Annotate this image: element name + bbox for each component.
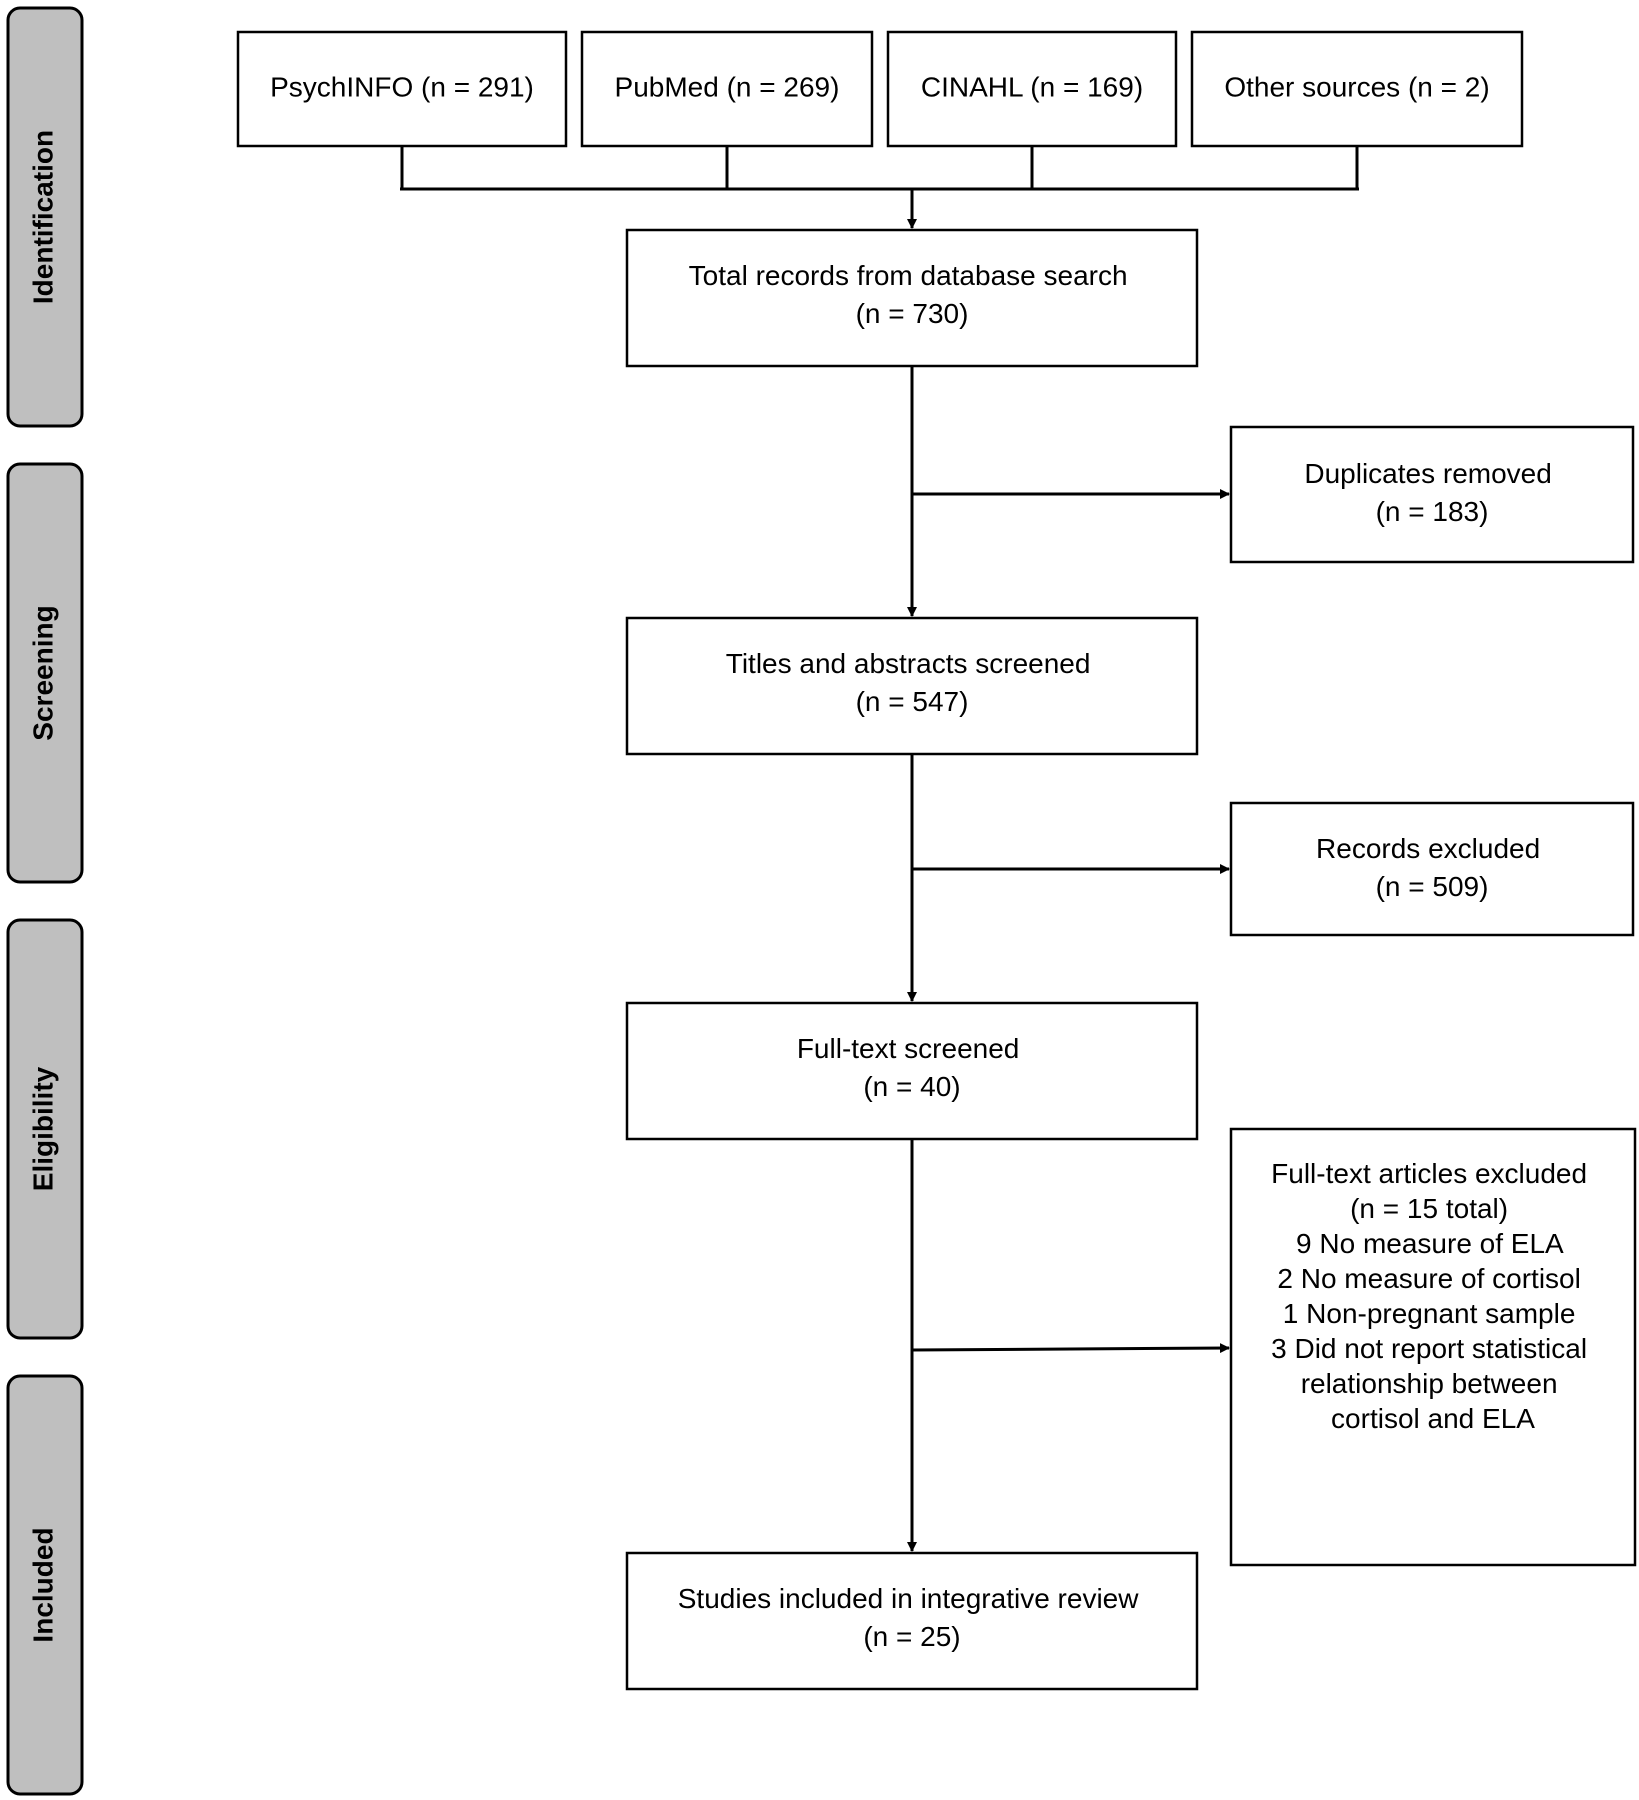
box-full-text-excluded: Full-text articles excluded (n = 15 tota… — [1229, 1127, 1637, 1567]
box-text: Records excluded (n = 509) — [1316, 833, 1548, 902]
box-total-records: Total records from database search (n = … — [625, 228, 1199, 368]
arrow-to-fulltext-excluded — [911, 1343, 1230, 1354]
stage-screening: Screening — [6, 462, 84, 884]
source-box-cinahl: CINAHL (n = 169) — [886, 30, 1178, 148]
source-label: CINAHL (n = 169) — [921, 71, 1143, 102]
box-full-text-screened: Full-text screened (n = 40) — [625, 1001, 1199, 1141]
source-connectors — [400, 146, 1359, 229]
stage-label-screening: Screening — [27, 605, 58, 740]
source-label: Other sources (n = 2) — [1224, 71, 1489, 102]
stage-label-eligibility: Eligibility — [27, 1066, 58, 1191]
box-text: Full-text screened (n = 40) — [797, 1033, 1027, 1102]
stage-label-identification: Identification — [27, 130, 58, 304]
stage-eligibility: Eligibility — [6, 918, 84, 1340]
box-studies-included: Studies included in integrative review (… — [625, 1551, 1199, 1691]
box-text: Full-text articles excluded (n = 15 tota… — [1271, 1158, 1595, 1434]
source-box-pubmed: PubMed (n = 269) — [580, 30, 874, 148]
box-duplicates-removed: Duplicates removed (n = 183) — [1229, 425, 1635, 564]
stage-included: Included — [6, 1374, 84, 1796]
box-titles-abstracts-screened: Titles and abstracts screened (n = 547) — [625, 616, 1199, 756]
source-box-other: Other sources (n = 2) — [1190, 30, 1524, 148]
box-text: Studies included in integrative review (… — [678, 1583, 1146, 1652]
source-box-psychinfo: PsychINFO (n = 291) — [236, 30, 568, 148]
source-label: PsychINFO (n = 291) — [270, 71, 534, 102]
flow-arrows — [907, 366, 1230, 1552]
box-text: Total records from database search (n = … — [689, 260, 1136, 329]
box-text: Titles and abstracts screened (n = 547) — [726, 648, 1098, 717]
stage-label-included: Included — [27, 1527, 58, 1642]
box-text: Duplicates removed (n = 183) — [1304, 458, 1559, 527]
source-label: PubMed (n = 269) — [615, 71, 840, 102]
stage-identification: Identification — [6, 6, 84, 428]
box-records-excluded: Records excluded (n = 509) — [1229, 801, 1635, 937]
